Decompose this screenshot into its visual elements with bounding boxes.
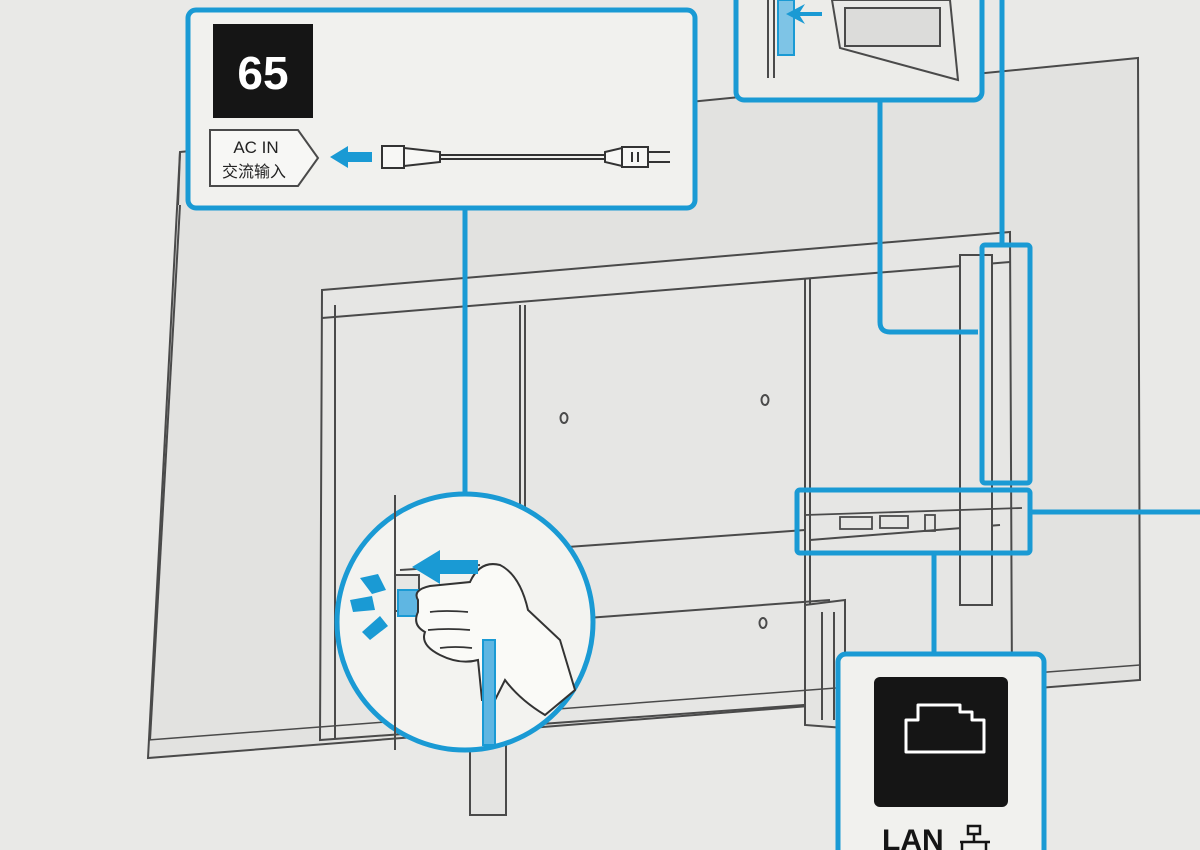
power-plug-icon [381,145,670,169]
lan-port-badge [874,677,1008,807]
terminal-highlight [979,242,1033,486]
terminal-row-drawing [804,507,1023,532]
model-badge [213,24,313,118]
arrow-left-icon [786,4,822,24]
ci-card-callout [733,0,985,103]
ethernet-port-icon [904,703,986,754]
ac-in-port-tag [209,129,320,187]
ac-in-label-cn: 交流输入 [222,162,286,181]
leader-lines [462,0,1200,655]
network-symbol-icon [960,824,990,850]
zoom-circle-ac-plug [334,491,596,753]
lan-callout: LAN [835,651,1047,850]
arrow-left-icon [330,146,372,168]
lan-label: LAN [882,824,944,850]
ac-in-label: AC IN [233,138,278,157]
lan-port-highlight [794,487,1033,556]
arrow-left-icon [412,550,478,584]
click-marks [350,574,388,640]
ci-card-icon [767,0,960,82]
ac-in-callout: 65 AC IN 交流输入 [185,7,698,211]
model-badge-text: 65 [237,47,288,99]
ac-socket [397,589,419,617]
